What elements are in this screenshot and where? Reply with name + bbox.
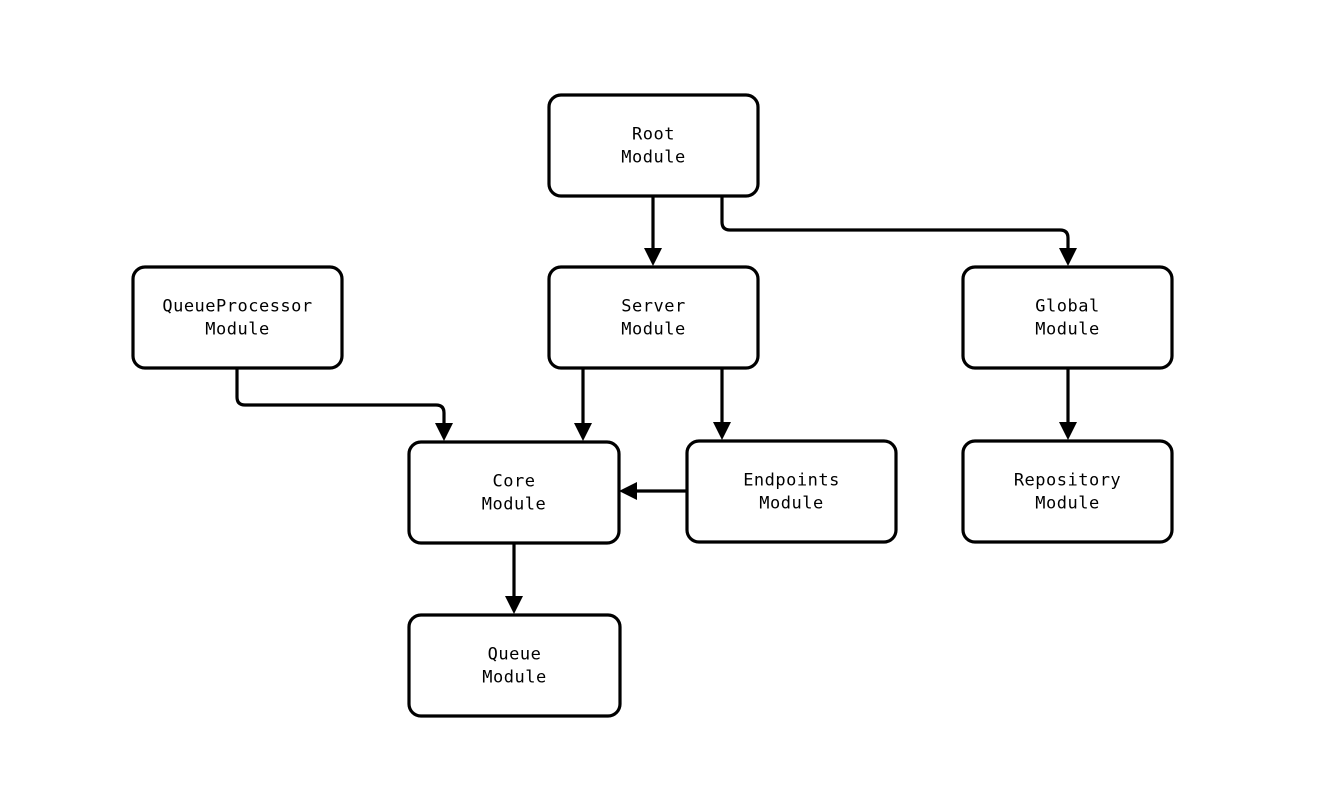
- arrowhead-icon: [574, 423, 592, 441]
- node-label-line2: Module: [482, 668, 546, 688]
- node-box[interactable]: [547, 93, 760, 198]
- arrowhead-icon: [619, 482, 637, 500]
- node-label-line2: Module: [205, 320, 269, 340]
- node-box[interactable]: [407, 440, 621, 545]
- node-label-line1: Root: [632, 125, 675, 145]
- node-label-line2: Module: [621, 320, 685, 340]
- node-label-line1: Endpoints: [743, 471, 840, 491]
- node-label-line1: Repository: [1014, 471, 1121, 491]
- node-label-line2: Module: [1035, 320, 1099, 340]
- edges-layer: [235, 196, 1077, 614]
- edge-endpoints-to-core: [619, 482, 687, 500]
- nodes-layer: RootModuleQueueProcessorModuleServerModu…: [131, 93, 1174, 718]
- edge-server-to-endpoints: [713, 368, 731, 440]
- arrowhead-icon: [505, 596, 523, 614]
- node-box[interactable]: [685, 439, 898, 544]
- node-label-line1: Queue: [488, 645, 542, 665]
- node-label-line1: Global: [1035, 297, 1099, 317]
- node-label-line2: Module: [482, 495, 546, 515]
- node-label-line1: Server: [621, 297, 685, 317]
- arrowhead-icon: [644, 248, 662, 266]
- edge-global-to-repository: [1059, 368, 1077, 440]
- arrowhead-icon: [1059, 248, 1077, 266]
- node-label-line2: Module: [1035, 494, 1099, 514]
- node-label-line1: Core: [493, 472, 536, 492]
- edge-line: [235, 368, 446, 427]
- edge-root-to-global: [720, 196, 1077, 266]
- node-box[interactable]: [961, 265, 1174, 370]
- edge-server-to-core: [574, 368, 592, 441]
- node-box[interactable]: [547, 265, 760, 370]
- node-label-line1: QueueProcessor: [162, 297, 312, 317]
- edge-core-to-queue: [505, 543, 523, 614]
- arrowhead-icon: [713, 422, 731, 440]
- node-box[interactable]: [131, 265, 344, 370]
- arrowhead-icon: [1059, 422, 1077, 440]
- edge-queueprocessor-to-core: [235, 368, 453, 441]
- node-box[interactable]: [961, 439, 1174, 544]
- node-label-line2: Module: [621, 148, 685, 168]
- node-box[interactable]: [407, 613, 622, 718]
- edge-line: [720, 196, 1070, 252]
- node-label-line2: Module: [759, 494, 823, 514]
- edge-root-to-server: [644, 196, 662, 266]
- arrowhead-icon: [435, 423, 453, 441]
